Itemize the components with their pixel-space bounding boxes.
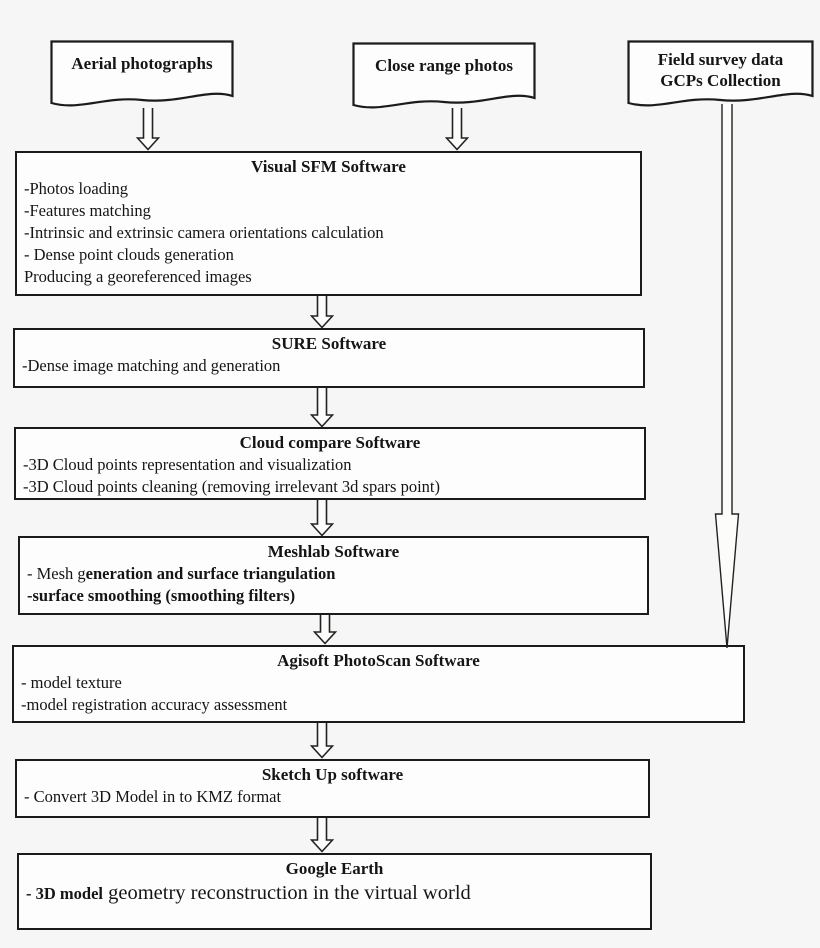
text-line: -model registration accuracy assessment — [21, 694, 735, 716]
text-line: -Features matching — [24, 200, 632, 222]
text-segment: Field survey data — [657, 50, 784, 69]
text-line: Aerial photographs — [50, 53, 234, 74]
source-label: Aerial photographs — [50, 40, 234, 74]
box-visual-sfm: Visual SFM Software -Photos loading -Feat… — [15, 151, 642, 296]
arrow-agisoft-to-sketchup-icon — [310, 723, 334, 759]
text-line: - 3D model geometry reconstruction in th… — [26, 880, 642, 907]
text-line: Field survey data — [627, 49, 814, 70]
arrow-closerange-to-visualsfm-icon — [445, 108, 469, 151]
text-line: -surface smoothing (smoothing filters) — [27, 585, 639, 607]
box-title: Sketch Up software — [261, 765, 404, 784]
text-line: GCPs Collection — [627, 70, 814, 91]
arrow-fieldsurvey-to-agisoft-icon — [714, 104, 740, 649]
source-aerial-photographs: Aerial photographs — [50, 40, 234, 114]
text-line: -3D Cloud points representation and visu… — [23, 454, 636, 476]
text-segment: -Dense image matching and generation — [22, 356, 281, 375]
box-cloud-compare: Cloud compare Software -3D Cloud points … — [14, 427, 646, 500]
text-segment: -Intrinsic and extrinsic camera orientat… — [24, 223, 384, 242]
text-segment: -surface smoothing (smoothing filters) — [27, 586, 296, 605]
document-shape-icon — [50, 40, 234, 107]
box-title: SURE Software — [271, 334, 387, 353]
arrow-sketchup-to-googleearth-icon — [310, 818, 334, 853]
document-shape-icon — [352, 42, 536, 109]
text-line: -Photos loading — [24, 178, 632, 200]
text-segment: Aerial photographs — [71, 54, 213, 73]
text-segment: -Features matching — [24, 201, 151, 220]
box-body: - 3D model geometry reconstruction in th… — [19, 879, 650, 907]
box-body: -3D Cloud points representation and visu… — [16, 453, 644, 498]
arrow-meshlab-to-agisoft-icon — [313, 615, 337, 645]
source-close-range-photos: Close range photos — [352, 42, 536, 116]
document-shape-icon — [627, 40, 814, 107]
text-segment: - Convert 3D Model in to KMZ format — [24, 787, 282, 806]
box-title: Agisoft PhotoScan Software — [277, 651, 480, 670]
text-segment: -model registration accuracy assessment — [21, 695, 288, 714]
box-sure: SURE Software -Dense image matching and … — [13, 328, 645, 388]
text-segment: -3D Cloud points cleaning (removing irre… — [23, 477, 440, 496]
text-line: - Mesh generation and surface triangulat… — [27, 563, 639, 585]
box-google-earth: Google Earth - 3D model geometry reconst… — [17, 853, 652, 930]
text-line: - model texture — [21, 672, 735, 694]
text-line: - Convert 3D Model in to KMZ format — [24, 786, 640, 808]
text-segment: - Dense point clouds generation — [24, 245, 234, 264]
box-agisoft-photoscan: Agisoft PhotoScan Software - model textu… — [12, 645, 745, 723]
arrow-sure-to-cloudcompare-icon — [310, 388, 334, 428]
text-segment: - Mesh g — [27, 564, 86, 583]
text-line: -Dense image matching and generation — [22, 355, 635, 377]
text-segment: - model texture — [21, 673, 122, 692]
source-label: Close range photos — [352, 42, 536, 76]
box-title: Visual SFM Software — [251, 157, 406, 176]
box-body: - Mesh generation and surface triangulat… — [20, 562, 647, 607]
box-meshlab: Meshlab Software - Mesh generation and s… — [18, 536, 649, 615]
text-line: - Dense point clouds generation — [24, 244, 632, 266]
box-body: -Dense image matching and generation — [15, 354, 643, 377]
box-body: - Convert 3D Model in to KMZ format — [17, 785, 648, 808]
text-segment: -3D Cloud points representation and visu… — [23, 455, 352, 474]
text-segment: geometry reconstruction in the virtual w… — [103, 882, 471, 904]
text-segment: eneration and surface triangulation — [85, 564, 336, 583]
text-line: -Intrinsic and extrinsic camera orientat… — [24, 222, 632, 244]
text-line: Close range photos — [352, 55, 536, 76]
box-title: Meshlab Software — [267, 542, 400, 561]
arrow-visualsfm-to-sure-icon — [310, 296, 334, 329]
box-body: - model texture -model registration accur… — [14, 671, 743, 716]
text-segment: -Photos loading — [24, 179, 129, 198]
box-sketch-up: Sketch Up software - Convert 3D Model in… — [15, 759, 650, 818]
box-title: Cloud compare Software — [239, 433, 421, 452]
arrow-aerial-to-visualsfm-icon — [136, 108, 160, 151]
box-body: -Photos loading -Features matching -Intrin… — [17, 177, 640, 288]
text-segment: Producing a georeferenced images — [24, 267, 252, 286]
box-title: Google Earth — [285, 859, 384, 878]
arrow-cloudcompare-to-meshlab-icon — [310, 500, 334, 537]
text-line: -3D Cloud points cleaning (removing irre… — [23, 476, 636, 498]
text-segment: Close range photos — [375, 56, 513, 75]
text-segment: GCPs Collection — [660, 71, 781, 90]
text-segment: - 3D model — [26, 884, 103, 903]
text-line: Producing a georeferenced images — [24, 266, 632, 288]
